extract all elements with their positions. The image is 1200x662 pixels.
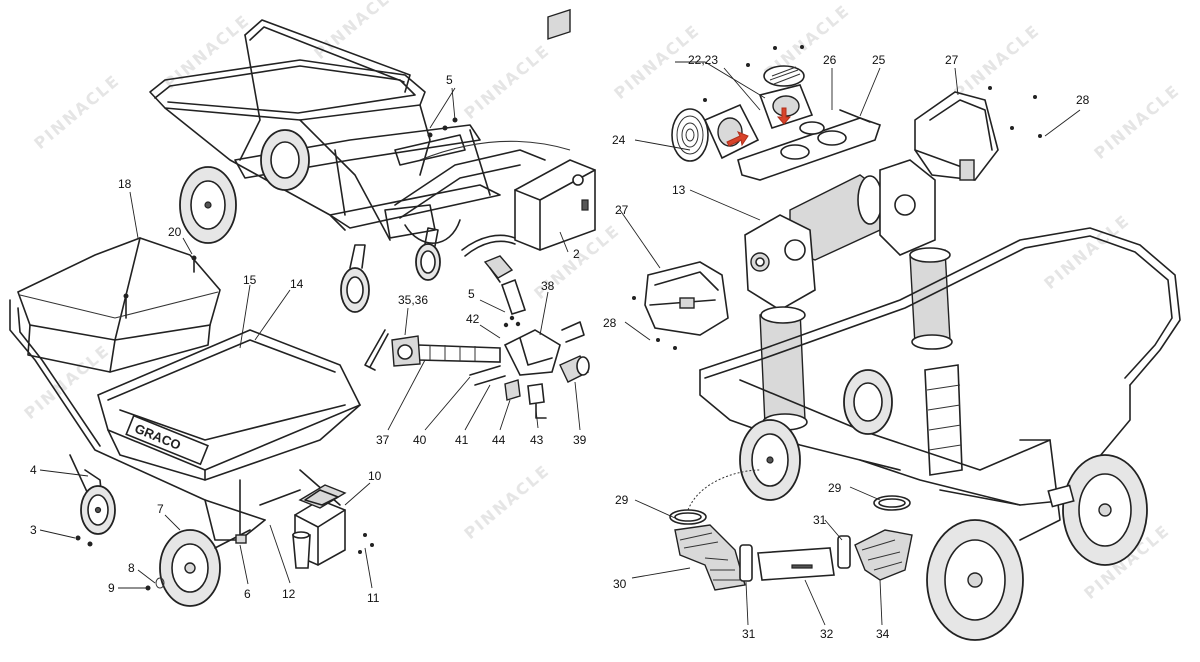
part-label: 7 [157, 502, 164, 516]
part-label: 11 [367, 591, 380, 605]
part-label: 26 [823, 53, 837, 67]
part-label: 3 [30, 523, 37, 537]
part-label: 34 [876, 627, 890, 641]
filter-housing [394, 140, 571, 244]
part-label: 25 [872, 53, 886, 67]
part-label: 40 [413, 433, 427, 447]
part-label: 42 [466, 312, 480, 326]
part-label: 27 [945, 53, 959, 67]
leader-lines [39, 61, 1081, 626]
part-label: 30 [613, 577, 627, 591]
part-label: 31 [742, 627, 756, 641]
part-label: 39 [573, 433, 587, 447]
bottom-hose-parts [669, 469, 913, 591]
part-label: 15 [243, 273, 257, 287]
part-label: 44 [492, 433, 506, 447]
part-label: 14 [290, 277, 304, 291]
watermark-text: PINNACLE [1090, 81, 1183, 164]
part-labels: 5 18 20 15 14 2 35,36 5 38 42 37 40 41 4… [30, 53, 1090, 641]
part-label: 32 [820, 627, 834, 641]
callout-arrow-icon [726, 131, 749, 147]
hose-fitting-kit [364, 234, 590, 419]
callout-arrow-icon [776, 107, 792, 125]
part-label: 6 [244, 587, 251, 601]
part-label: 28 [1076, 93, 1090, 107]
part-label: 13 [672, 183, 686, 197]
part-label: 8 [128, 561, 135, 575]
fan-guard-assembly [671, 45, 882, 181]
watermark-text: PINNACLE [310, 0, 403, 63]
part-label: 37 [376, 433, 390, 447]
part-label: 5 [468, 287, 475, 301]
part-label: 22,23 [688, 53, 718, 67]
part-label: 41 [455, 433, 469, 447]
control-box [514, 8, 596, 251]
motor-shroud-left [632, 261, 729, 350]
motor-shroud-right [914, 86, 1042, 181]
part-label: 29 [828, 481, 842, 495]
part-label: 28 [603, 316, 617, 330]
part-label: 12 [282, 587, 296, 601]
hopper-cart-assembly: GRACO [9, 237, 374, 607]
part-label: 9 [108, 581, 115, 595]
part-label: 4 [30, 463, 37, 477]
pump-motor-assembly [744, 159, 963, 476]
main-cart-frame [699, 227, 1181, 641]
watermark-text: PINNACLE [460, 461, 553, 544]
watermark-text: PINNACLE [20, 341, 113, 424]
watermark-text: PINNACLE [950, 21, 1043, 104]
part-label: 2 [573, 247, 580, 261]
part-label: 35,36 [398, 293, 428, 307]
part-label: 27 [615, 203, 629, 217]
part-label: 5 [446, 73, 453, 87]
watermark-text: PINNACLE [460, 41, 553, 124]
watermark-text: PINNACLE [1040, 211, 1133, 294]
part-label: 20 [168, 225, 182, 239]
part-label: 43 [530, 433, 544, 447]
part-label: 31 [813, 513, 827, 527]
cart-frame-assembly [149, 19, 501, 313]
part-label: 24 [612, 133, 626, 147]
part-label: 10 [368, 469, 382, 483]
part-label: 29 [615, 493, 629, 507]
watermark-text: PINNACLE [30, 71, 123, 154]
part-label: 38 [541, 279, 555, 293]
part-label: 18 [118, 177, 132, 191]
